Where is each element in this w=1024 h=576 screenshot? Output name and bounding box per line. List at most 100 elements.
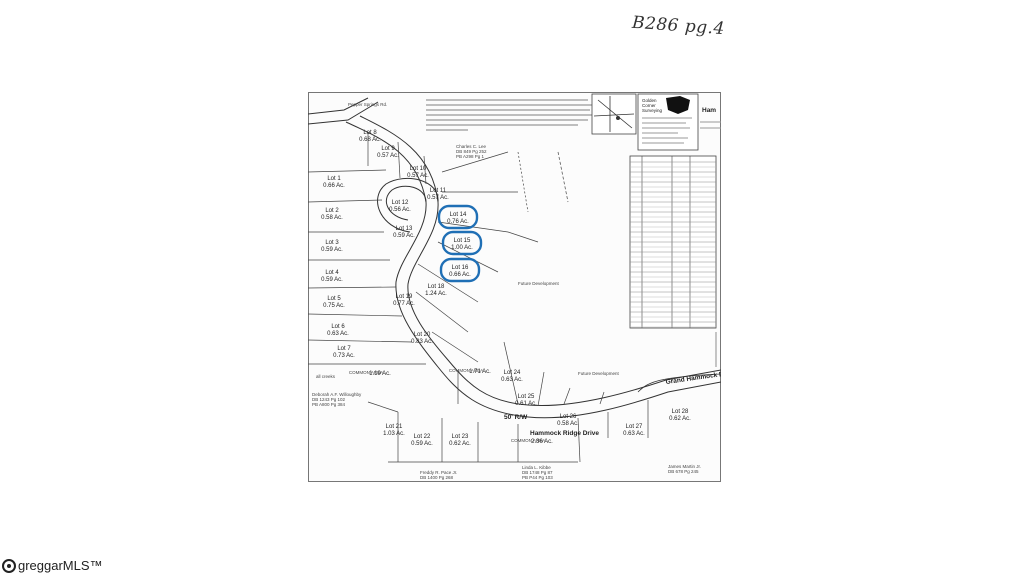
owner-bottom-3-ref1: DB 678 Pg 245 (668, 469, 699, 474)
lot28-name: Lot 28 (672, 409, 689, 415)
lot25-name: Lot 25 (518, 394, 535, 400)
roads (308, 97, 721, 419)
label-top-road: Pepper Springs Rd. (348, 102, 387, 107)
lot26-name: Lot 26 (560, 414, 577, 420)
owner-top-ref1: DB 849 Pg 252 (456, 149, 487, 154)
lot2-area: 0.58 Ac. (321, 215, 343, 221)
lot4-name: Lot 4 (325, 270, 339, 276)
lot15-highlight (441, 230, 483, 256)
lot6-area: 0.63 Ac. (327, 331, 349, 337)
lot12-name: Lot 12 (392, 200, 409, 206)
ca3-name: COMMON AREA (511, 438, 545, 443)
map-border (308, 92, 721, 482)
lot9-area: 0.57 Ac. (377, 153, 399, 159)
lot5-area: 0.75 Ac. (323, 303, 345, 309)
plat-drawing: Golden Corner Surveying Ham (308, 92, 721, 482)
owner-bottom-1-ref1: DB 1400 Pg 268 (420, 475, 454, 480)
lot14-name: Lot 14 (450, 212, 467, 218)
owner-bottom-2-ref1: DB 1748 Pg 87 (522, 470, 553, 475)
lot7-area: 0.73 Ac. (333, 353, 355, 359)
lot27-area: 0.63 Ac. (623, 431, 645, 437)
owner-bottom-3: James Martin Jr. (668, 464, 701, 469)
lot5-name: Lot 5 (327, 296, 341, 302)
ca2-name: COMMON AREA (449, 368, 483, 373)
title-partial: Ham (702, 107, 716, 114)
ca1-name: COMMON AREA (349, 370, 383, 375)
lot8-name: Lot 8 (363, 130, 377, 136)
lot15-area: 1.00 Ac. (451, 245, 473, 251)
lot11-area: 0.57 Ac. (427, 195, 449, 201)
owner-bottom-2-ref2: PB P44 Pg 103 (522, 475, 553, 480)
lot7-name: Lot 7 (337, 346, 351, 352)
vicinity-map (591, 93, 637, 135)
mls-watermark: greggarMLS™ (2, 558, 103, 573)
owner-left: Deborah A.F. Willoughby (312, 392, 362, 397)
lot24-area: 0.63 Ac. (501, 377, 523, 383)
lot22-area: 0.59 Ac. (411, 441, 433, 447)
owner-left-ref1: DB 1243 Pg 102 (312, 397, 346, 402)
lot-boundaries (308, 132, 649, 463)
lot14-highlight (437, 204, 479, 230)
lot14-area: 0.76 Ac. (447, 219, 469, 225)
lot23-area: 0.62 Ac. (449, 441, 471, 447)
plat-map: Golden Corner Surveying Ham (308, 92, 721, 482)
lot22-name: Lot 22 (414, 434, 431, 440)
lot18-area: 1.24 Ac. (425, 291, 447, 297)
owner-bottom-2: Linda L. Kibbe (522, 465, 551, 470)
lot1-name: Lot 1 (327, 176, 341, 182)
lot-labels: Lot 10.66 Ac.Lot 20.58 Ac.Lot 30.59 Ac.L… (321, 130, 691, 447)
company-title-block: Golden Corner Surveying Ham (637, 93, 721, 151)
lot11-name: Lot 11 (430, 188, 447, 194)
ca1-area: 1.19 Ac. (369, 371, 391, 377)
future-development-1: Future Development (518, 281, 560, 286)
lot28-area: 0.62 Ac. (669, 416, 691, 422)
owner-top-ref2: PB A298 Pg 1 (456, 154, 485, 159)
lot16-area: 0.66 Ac. (449, 272, 471, 278)
watermark-text: greggarMLS™ (18, 558, 103, 573)
lot24-name: Lot 24 (504, 370, 521, 376)
lot15-name: Lot 15 (454, 238, 471, 244)
lot19-area: 0.77 Ac. (393, 301, 415, 307)
highlight-group (437, 204, 483, 283)
state-logo-icon (666, 96, 690, 114)
company-line1: Golden (642, 98, 657, 103)
lot10-area: 0.57 Ac. (407, 173, 429, 179)
lot25-area: 0.61 Ac. (515, 401, 537, 407)
lot21-area: 1.03 Ac. (383, 431, 405, 437)
owner-bottom-1: Freddy R. Pace Jr. (420, 470, 457, 475)
general-notes (426, 99, 593, 131)
owner-top: Charles C. Lee (456, 144, 487, 149)
lot26-area: 0.58 Ac. (557, 421, 579, 427)
lot8-area: 0.68 Ac. (359, 137, 381, 143)
right-of-way-label: 50' R/W (504, 414, 528, 421)
mls-logo-icon (2, 558, 16, 573)
company-line2: Corner (642, 103, 656, 108)
lot20-area: 0.83 Ac. (411, 339, 433, 345)
lot27-name: Lot 27 (626, 424, 643, 430)
lot2-name: Lot 2 (325, 208, 339, 214)
lot3-area: 0.59 Ac. (321, 247, 343, 253)
lot10-name: Lot 10 (410, 166, 427, 172)
road-hammock-ridge: Hammock Ridge Drive (530, 430, 599, 437)
lot9-name: Lot 9 (381, 146, 395, 152)
lot1-area: 0.66 Ac. (323, 183, 345, 189)
lot19-name: Lot 19 (396, 294, 413, 300)
company-line3: Surveying (642, 108, 663, 113)
lot13-area: 0.59 Ac. (393, 233, 415, 239)
owner-left-ref2: PB A800 Pg 384 (312, 402, 346, 407)
lot21-name: Lot 21 (386, 424, 403, 430)
lot3-name: Lot 3 (325, 240, 339, 246)
lot20-name: Lot 20 (414, 332, 431, 338)
all-creeks-label: all creeks (316, 374, 336, 379)
handwritten-page-note: B286 pg.4 (631, 12, 726, 40)
future-development-2: Future Development (578, 371, 620, 376)
lot12-area: 0.56 Ac. (389, 207, 411, 213)
ca3-area: 2.36 Ac. (531, 439, 553, 445)
lot16-name: Lot 16 (452, 265, 469, 271)
lot4-area: 0.59 Ac. (321, 277, 343, 283)
ca2-area: 1.71 Ac. (469, 369, 491, 375)
lot6-name: Lot 6 (331, 324, 345, 330)
lot13-name: Lot 13 (396, 226, 413, 232)
line-table (629, 155, 717, 329)
lot23-name: Lot 23 (452, 434, 469, 440)
